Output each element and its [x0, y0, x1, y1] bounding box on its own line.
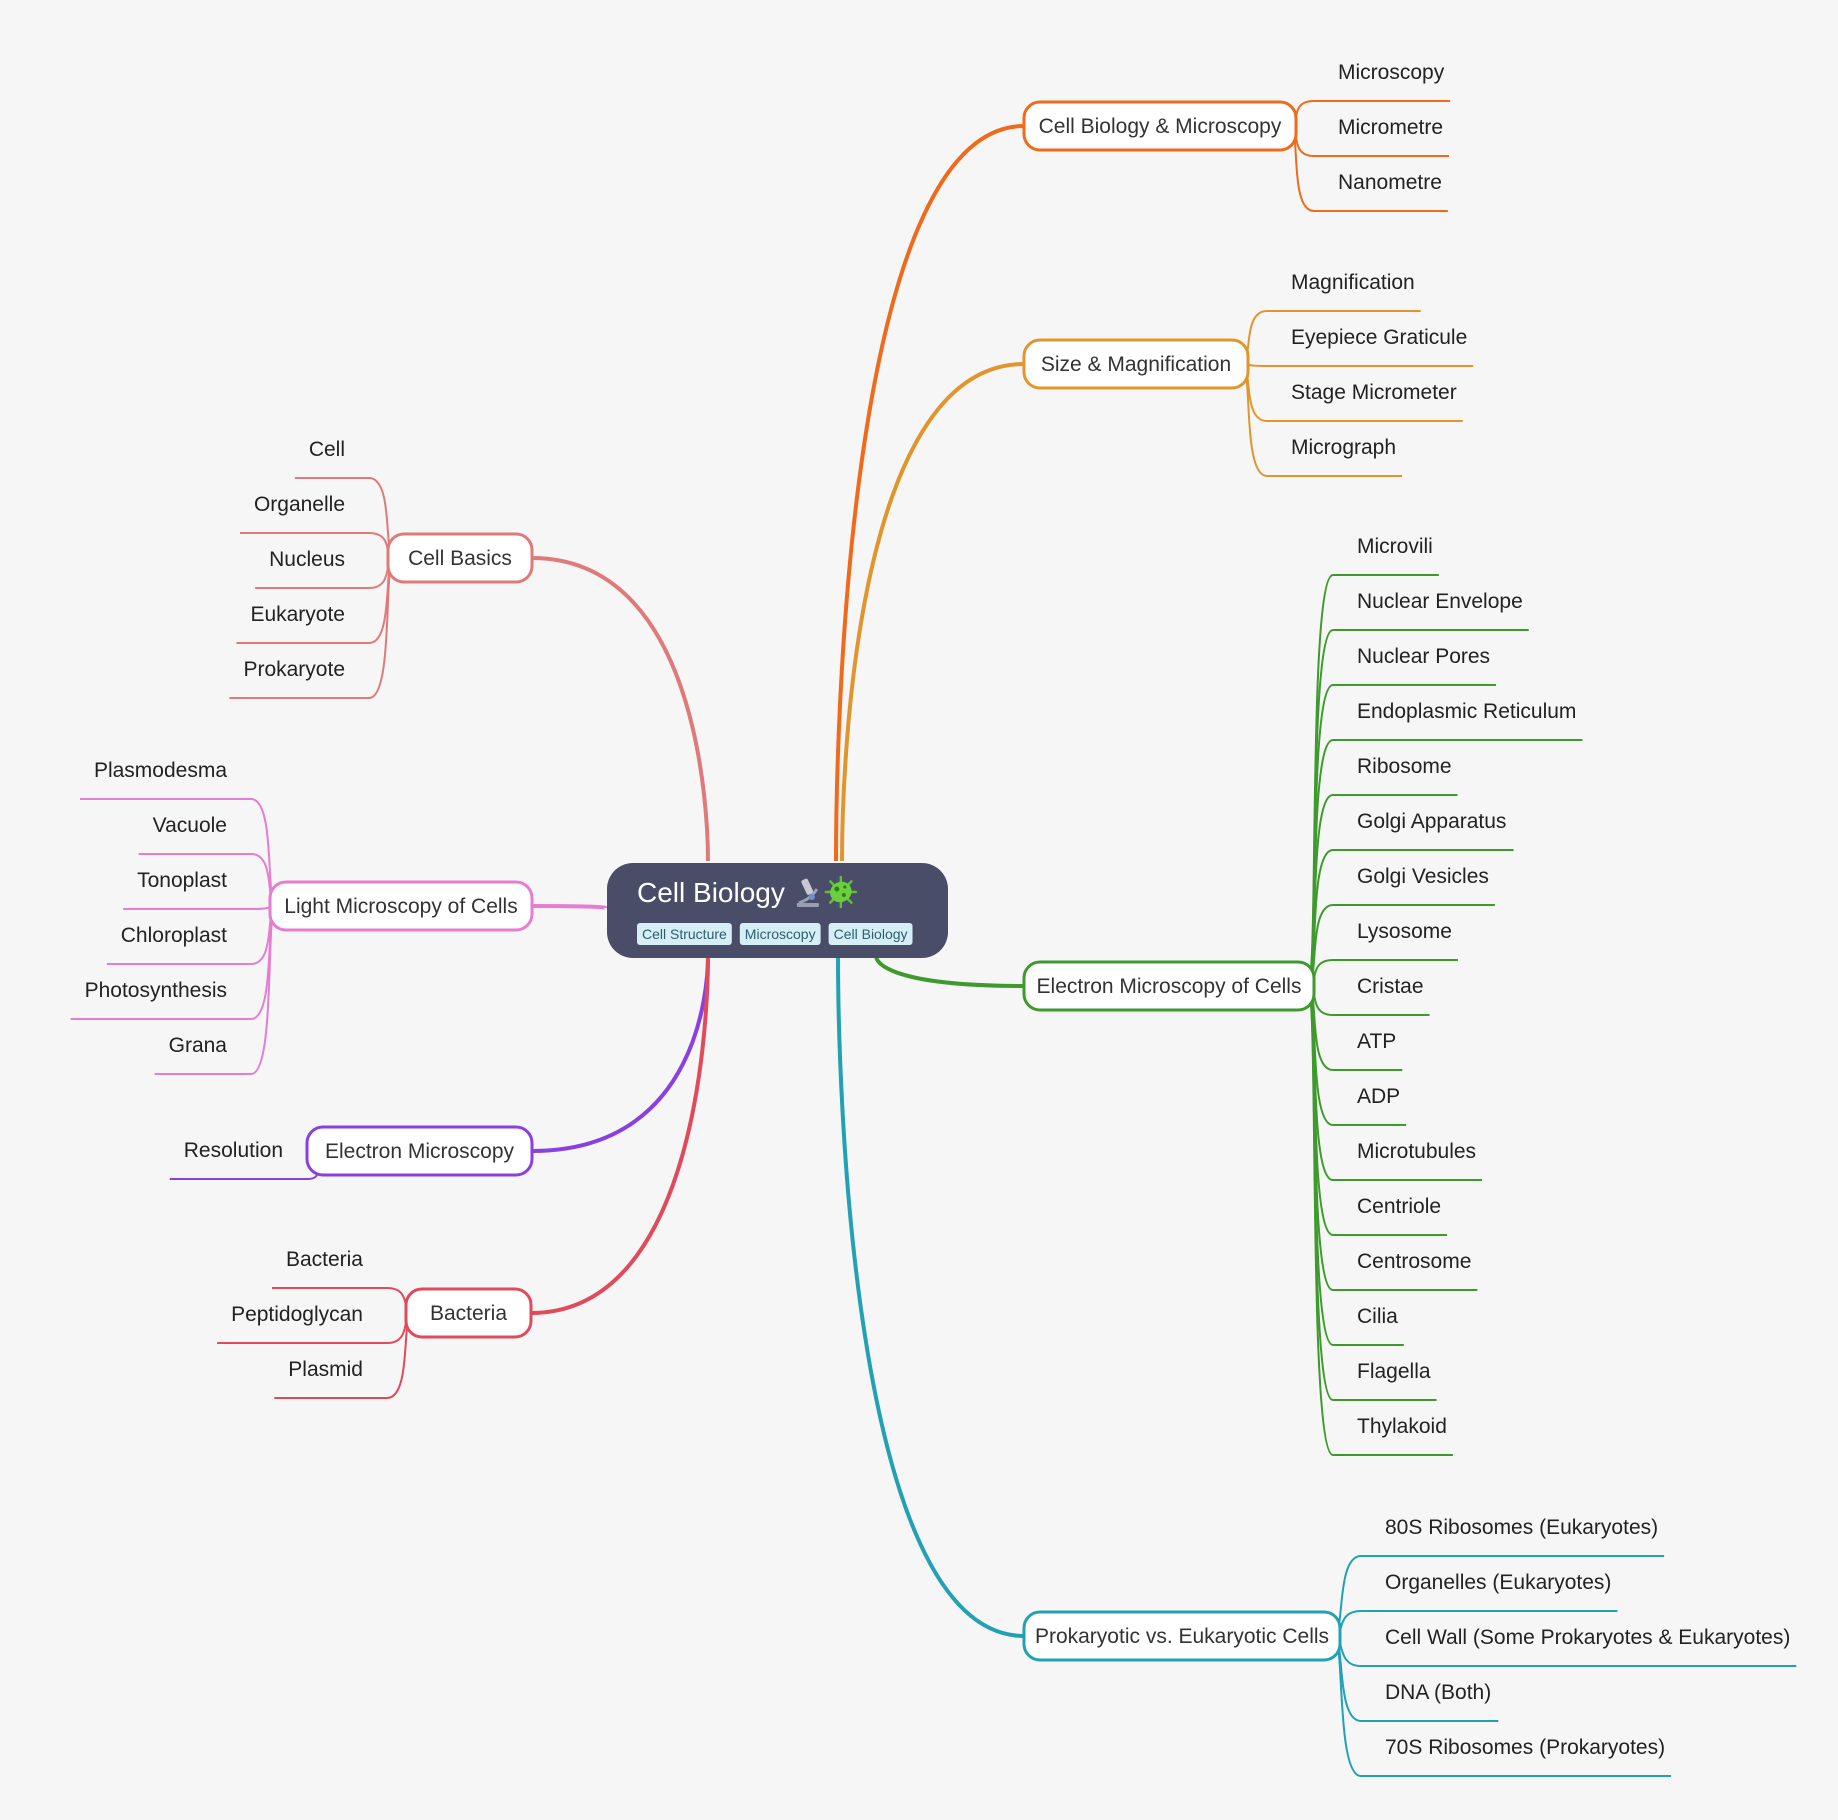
- leaf-electron-microscopy-of-cells-0[interactable]: Microvili: [1357, 535, 1433, 558]
- branch-label: Prokaryotic vs. Eukaryotic Cells: [1035, 1625, 1329, 1648]
- branch-node-box[interactable]: [404, 1287, 533, 1339]
- leaf-electron-microscopy-of-cells-1[interactable]: Nuclear Envelope: [1357, 590, 1523, 613]
- branch-node-light-microscopy[interactable]: Light Microscopy of Cells: [268, 880, 534, 932]
- root-link-light-microscopy: [531, 904, 608, 910]
- leaf-link: [1307, 794, 1334, 987]
- leaf-link: [250, 905, 277, 1075]
- branch-node-box[interactable]: [305, 1125, 534, 1177]
- branch-node-box[interactable]: [386, 532, 534, 584]
- leaf-link: [1307, 985, 1334, 1456]
- branch-node-prokaryotic-vs-eukaryotic[interactable]: Prokaryotic vs. Eukaryotic Cells: [1022, 1610, 1342, 1662]
- microbe-icon: [824, 875, 858, 909]
- leaf-light-microscopy-2[interactable]: Tonoplast: [137, 869, 227, 892]
- branch-node-box[interactable]: [1022, 960, 1316, 1012]
- root-link-electron-microscopy-of-cells: [874, 955, 1025, 988]
- root-tag-0[interactable]: Cell Structure: [637, 923, 732, 945]
- branch-label: Electron Microscopy of Cells: [1037, 975, 1302, 998]
- leaf-cell-biology-microscopy-0[interactable]: Microscopy: [1338, 61, 1445, 84]
- leaf-bacteria-0[interactable]: Bacteria: [286, 1248, 363, 1271]
- leaf-prokaryotic-vs-eukaryotic-4[interactable]: 70S Ribosomes (Prokaryotes): [1385, 1736, 1665, 1759]
- leaf-electron-microscopy-of-cells-8[interactable]: Cristae: [1357, 975, 1424, 998]
- leaf-size-magnification-2[interactable]: Stage Micrometer: [1291, 381, 1457, 404]
- root-title: Cell Biology: [637, 877, 785, 908]
- leaf-prokaryotic-vs-eukaryotic-2[interactable]: Cell Wall (Some Prokaryotes & Eukaryotes…: [1385, 1626, 1790, 1649]
- leaf-electron-microscopy-of-cells-12[interactable]: Centriole: [1357, 1195, 1441, 1218]
- leaf-light-microscopy-1[interactable]: Vacuole: [153, 814, 227, 837]
- leaf-electron-microscopy-of-cells-5[interactable]: Golgi Apparatus: [1357, 810, 1506, 833]
- root-link-prokaryotic-vs-eukaryotic: [836, 955, 1025, 1638]
- leaf-electron-microscopy-of-cells-10[interactable]: ADP: [1357, 1085, 1400, 1108]
- leaf-cell-basics-4[interactable]: Prokaryote: [243, 658, 345, 681]
- leaf-electron-microscopy-of-cells-11[interactable]: Microtubules: [1357, 1140, 1476, 1163]
- root-link-bacteria: [530, 955, 710, 1315]
- leaf-electron-microscopy-of-cells-6[interactable]: Golgi Vesicles: [1357, 865, 1489, 888]
- branch-label: Cell Basics: [408, 547, 512, 570]
- leaf-light-microscopy-4[interactable]: Photosynthesis: [85, 979, 227, 1002]
- leaf-size-magnification-0[interactable]: Magnification: [1291, 271, 1415, 294]
- leaf-prokaryotic-vs-eukaryotic-0[interactable]: 80S Ribosomes (Eukaryotes): [1385, 1516, 1658, 1539]
- root-link-cell-basics: [531, 556, 710, 862]
- branch-node-cell-biology-microscopy[interactable]: Cell Biology & Microscopy: [1022, 100, 1298, 152]
- branch-label: Size & Magnification: [1041, 353, 1231, 376]
- leaf-electron-microscopy-of-cells-13[interactable]: Centrosome: [1357, 1250, 1471, 1273]
- branch-node-electron-microscopy[interactable]: Electron Microscopy: [305, 1125, 534, 1177]
- branch-label: Bacteria: [430, 1302, 507, 1325]
- root-link-size-magnification: [840, 362, 1025, 862]
- leaf-electron-microscopy-of-cells-4[interactable]: Ribosome: [1357, 755, 1452, 778]
- root-tag-2[interactable]: Cell Biology: [828, 923, 913, 945]
- leaf-electron-microscopy-0[interactable]: Resolution: [184, 1139, 283, 1162]
- branch-node-box[interactable]: [1022, 1610, 1342, 1662]
- leaf-bacteria-1[interactable]: Peptidoglycan: [231, 1303, 363, 1326]
- root-link-electron-microscopy: [531, 955, 710, 1153]
- leaf-link: [1307, 629, 1334, 987]
- branch-node-box[interactable]: [1022, 338, 1250, 390]
- leaf-size-magnification-3[interactable]: Micrograph: [1291, 436, 1396, 459]
- leaf-electron-microscopy-of-cells-9[interactable]: ATP: [1357, 1030, 1396, 1053]
- leaf-cell-biology-microscopy-1[interactable]: Micrometre: [1338, 116, 1443, 139]
- leaf-light-microscopy-0[interactable]: Plasmodesma: [94, 759, 227, 782]
- root-tag-1[interactable]: Microscopy: [739, 923, 821, 945]
- leaf-bacteria-2[interactable]: Plasmid: [288, 1358, 363, 1381]
- branch-label: Cell Biology & Microscopy: [1039, 115, 1282, 138]
- leaf-light-microscopy-5[interactable]: Grana: [169, 1034, 228, 1057]
- leaf-electron-microscopy-of-cells-2[interactable]: Nuclear Pores: [1357, 645, 1490, 668]
- branch-label: Light Microscopy of Cells: [284, 895, 517, 918]
- microscope-icon: [796, 878, 819, 907]
- leaf-cell-basics-3[interactable]: Eukaryote: [250, 603, 345, 626]
- leaf-light-microscopy-3[interactable]: Chloroplast: [121, 924, 227, 947]
- root-tag-label: Microscopy: [745, 926, 816, 942]
- root-tag-label: Cell Structure: [642, 926, 727, 942]
- leaf-size-magnification-1[interactable]: Eyepiece Graticule: [1291, 326, 1467, 349]
- branch-node-electron-microscopy-of-cells[interactable]: Electron Microscopy of Cells: [1022, 960, 1316, 1012]
- leaf-link: [368, 557, 395, 699]
- root-tag-label: Cell Biology: [834, 926, 908, 942]
- leaf-cell-biology-microscopy-2[interactable]: Nanometre: [1338, 171, 1442, 194]
- leaf-cell-basics-0[interactable]: Cell: [309, 438, 345, 461]
- root-link-cell-biology-microscopy: [834, 124, 1025, 862]
- branch-node-box[interactable]: [1022, 100, 1298, 152]
- branch-label: Electron Microscopy: [325, 1140, 515, 1163]
- leaf-link: [1307, 739, 1334, 987]
- branch-node-box[interactable]: [268, 880, 534, 932]
- leaf-cell-basics-1[interactable]: Organelle: [254, 493, 345, 516]
- branch-nodes: Cell Biology & MicroscopyMicroscopyMicro…: [85, 61, 1791, 1759]
- leaf-electron-microscopy-of-cells-15[interactable]: Flagella: [1357, 1360, 1431, 1383]
- leaf-electron-microscopy-of-cells-16[interactable]: Thylakoid: [1357, 1415, 1447, 1438]
- branch-node-size-magnification[interactable]: Size & Magnification: [1022, 338, 1250, 390]
- branch-node-bacteria[interactable]: Bacteria: [404, 1287, 533, 1339]
- leaf-prokaryotic-vs-eukaryotic-3[interactable]: DNA (Both): [1385, 1681, 1491, 1704]
- leaf-electron-microscopy-of-cells-7[interactable]: Lysosome: [1357, 920, 1452, 943]
- leaf-electron-microscopy-of-cells-3[interactable]: Endoplasmic Reticulum: [1357, 700, 1576, 723]
- leaf-link: [1307, 684, 1334, 987]
- leaf-prokaryotic-vs-eukaryotic-1[interactable]: Organelles (Eukaryotes): [1385, 1571, 1611, 1594]
- branch-node-cell-basics[interactable]: Cell Basics: [386, 532, 534, 584]
- leaf-electron-microscopy-of-cells-14[interactable]: Cilia: [1357, 1305, 1398, 1328]
- leaf-cell-basics-2[interactable]: Nucleus: [269, 548, 345, 571]
